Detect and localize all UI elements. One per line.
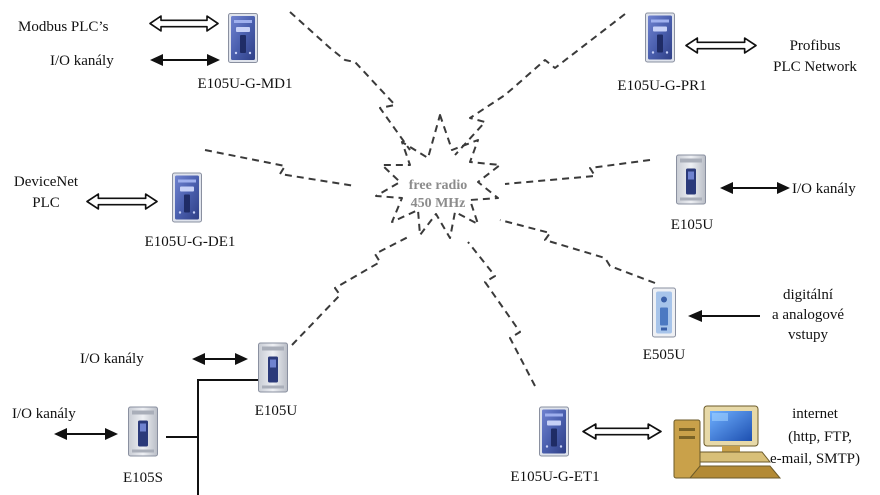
devicenet-label-2: PLC	[32, 195, 60, 211]
device-md1[interactable]: E105U-G-MD1	[198, 12, 293, 93]
bidirectional-arrow-icon	[720, 182, 790, 194]
bidirectional-arrow-icon	[150, 54, 220, 66]
wired-bus	[166, 379, 258, 495]
module-pr1-icon	[645, 12, 675, 63]
radio-link-md1	[289, 11, 411, 151]
bidirectional-arrow-icon	[192, 353, 248, 365]
io-bottom-label: I/O kanály	[80, 351, 144, 367]
internet-label-3: e-mail, SMTP)	[770, 451, 860, 467]
profibus-label-1: Profibus	[790, 38, 841, 54]
double-arrow-icon	[149, 15, 219, 32]
center-line-1: free radio	[409, 178, 467, 193]
device-pr1[interactable]: E105U-G-PR1	[617, 12, 707, 94]
radio-burst: free radio 450 MHz	[375, 114, 501, 239]
radio-link-e105u-bottom	[291, 235, 411, 346]
device-et1[interactable]: E105U-G-ET1	[510, 406, 600, 485]
radio-link-et1	[467, 241, 536, 387]
module-e105s-icon	[128, 406, 158, 457]
analog-label-1: digitální	[783, 287, 833, 303]
module-de1-icon	[172, 172, 202, 223]
analog-label-3: vstupy	[788, 327, 829, 343]
module-md1-icon	[228, 12, 258, 64]
double-arrow-icon	[582, 423, 662, 440]
analog-label-2: a analogové	[772, 307, 844, 323]
io-e105s-label: I/O kanály	[12, 406, 76, 422]
device-e105s[interactable]: E105S	[123, 406, 163, 486]
radio-burst-outline	[375, 114, 501, 239]
device-et1-label: E105U-G-ET1	[510, 469, 599, 485]
device-e105u-bottom-label: E105U	[255, 403, 298, 419]
center-line-2: 450 MHz	[411, 196, 466, 211]
device-e505u[interactable]: E505U	[643, 287, 686, 363]
module-e505u-icon	[652, 287, 676, 338]
devicenet-label-1: DeviceNet	[14, 174, 79, 190]
device-e105u-bottom[interactable]: E105U	[255, 342, 298, 419]
profibus-label-2: PLC Network	[773, 59, 857, 75]
radio-link-e505u	[499, 219, 656, 284]
module-et1-icon	[539, 406, 569, 457]
io-right-label: I/O kanály	[792, 181, 856, 197]
device-de1[interactable]: E105U-G-DE1	[145, 172, 236, 250]
module-e105u-right-icon	[676, 154, 706, 205]
internet-label-1: internet	[792, 406, 839, 422]
module-e105u-bottom-icon	[258, 342, 288, 393]
device-e105u-right[interactable]: E105U	[671, 154, 714, 233]
radio-link-de1	[204, 149, 356, 187]
device-e505u-label: E505U	[643, 347, 686, 363]
device-e105u-right-label: E105U	[671, 217, 714, 233]
radio-link-e105u-right	[504, 159, 651, 185]
bidirectional-arrow-icon	[54, 428, 118, 440]
radio-link-pr1	[454, 13, 626, 156]
device-md1-label: E105U-G-MD1	[198, 76, 293, 92]
device-e105s-label: E105S	[123, 470, 163, 486]
double-arrow-icon	[685, 37, 757, 54]
radio-links	[204, 11, 656, 387]
input-arrow-icon	[688, 310, 760, 322]
modbus-label: Modbus PLC’s	[18, 19, 109, 35]
double-arrow-icon	[86, 193, 158, 210]
device-pr1-label: E105U-G-PR1	[617, 78, 706, 94]
internet-label-2: (http, FTP,	[788, 429, 852, 445]
io-md1-label: I/O kanály	[50, 53, 114, 69]
device-de1-label: E105U-G-DE1	[145, 234, 236, 250]
computer-icon	[673, 405, 782, 479]
